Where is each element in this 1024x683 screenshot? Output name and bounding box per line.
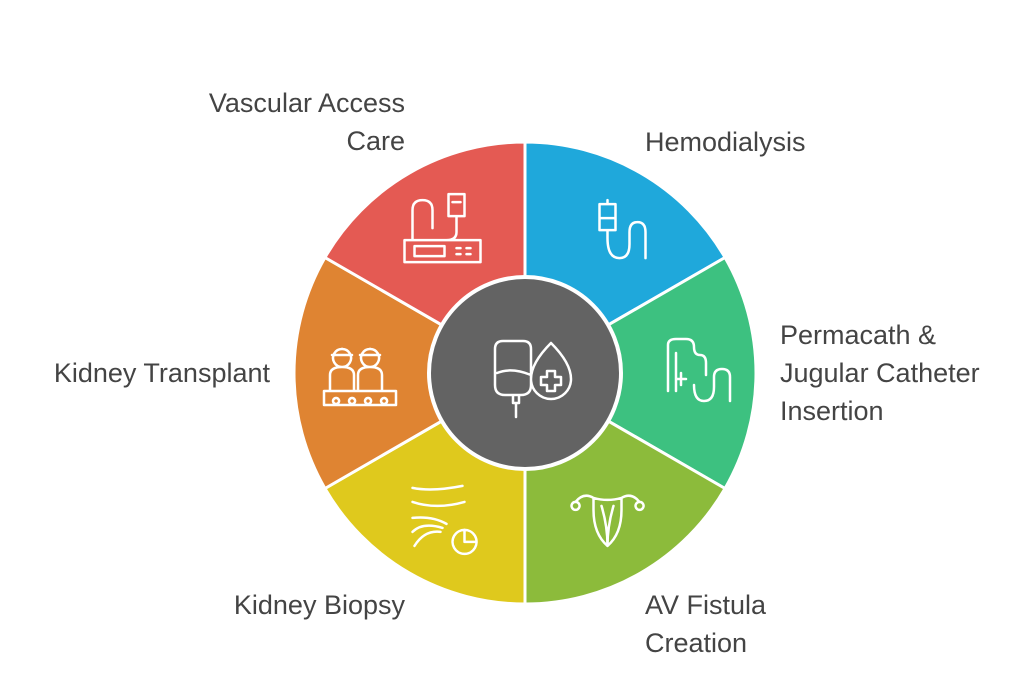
label-line: Creation — [645, 628, 748, 658]
label-av-fistula: AV Fistula Creation — [645, 586, 766, 662]
label-line: Hemodialysis — [645, 127, 806, 157]
label-line: Jugular Catheter — [780, 358, 980, 388]
segment-kidney-transplant — [292, 255, 529, 491]
biopsy-icon — [411, 484, 478, 556]
dialysis-tube-icon — [598, 198, 647, 260]
label-hemodialysis: Hemodialysis — [645, 123, 806, 161]
segment-permacath — [521, 255, 758, 491]
label-permacath: Permacath & Jugular Catheter Insertion — [780, 316, 980, 430]
label-line: Permacath & — [780, 320, 937, 350]
fistula-vessel-icon — [570, 494, 645, 548]
surgeons-icon — [322, 347, 398, 407]
label-line: Kidney Biopsy — [233, 590, 405, 620]
dialysis-bag-blood-drop-icon — [493, 339, 573, 419]
catheter-icon — [666, 337, 732, 403]
label-line: Insertion — [780, 396, 884, 426]
label-kidney-transplant: Kidney Transplant — [54, 354, 270, 392]
label-line: Care — [346, 126, 405, 156]
label-vascular-access: Vascular Access Care — [209, 84, 405, 160]
label-line: Kidney Transplant — [53, 358, 270, 388]
infusion-pump-icon — [403, 192, 482, 264]
label-kidney-biopsy: Kidney Biopsy — [234, 586, 405, 624]
label-line: Vascular Access — [208, 88, 405, 118]
label-line: AV Fistula — [645, 590, 767, 620]
